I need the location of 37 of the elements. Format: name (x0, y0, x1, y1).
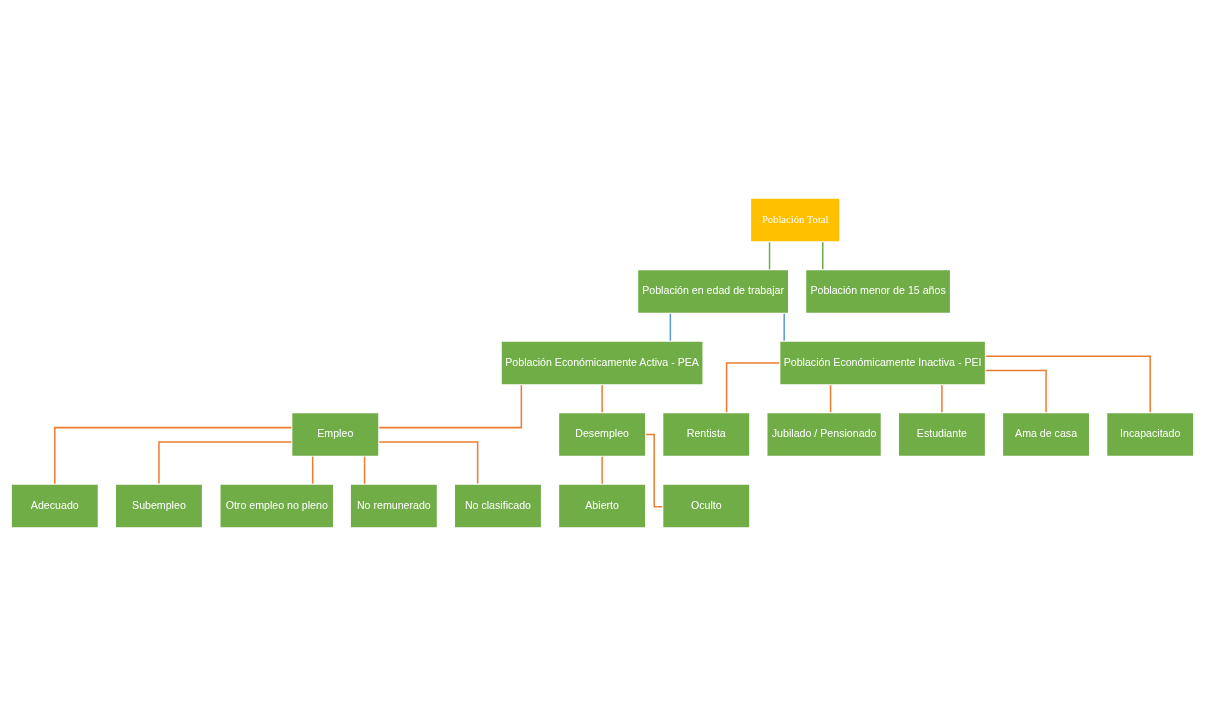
node-box: Jubilado / Pensionado (765, 411, 883, 457)
connector (822, 241, 824, 270)
node-box: Otro empleo no pleno (219, 482, 335, 529)
connector (725, 361, 781, 413)
node-box: Incapacitado (1105, 411, 1195, 457)
connector (669, 312, 672, 342)
connector (601, 383, 603, 413)
node-box: Población en edad de trabajar (636, 268, 790, 314)
connector (768, 241, 771, 270)
connector (941, 383, 943, 413)
node-box: Desempleo (557, 411, 647, 457)
node-box: Adecuado (10, 482, 100, 529)
node-box: Población Económicamente Inactiva - PEI (778, 339, 987, 386)
connector (984, 369, 1047, 413)
node-box: No clasificado (453, 482, 543, 529)
node-box: Oculto (661, 482, 751, 529)
connector (645, 433, 664, 507)
connector (378, 440, 479, 484)
connector (311, 455, 314, 484)
connector (158, 440, 293, 484)
node-box: Población Total (749, 196, 841, 243)
node-box: Población menor de 15 años (804, 268, 952, 314)
connector (984, 354, 1151, 413)
connector (54, 426, 293, 484)
node-box: Estudiante (897, 411, 987, 457)
node-box: Ama de casa (1001, 411, 1091, 457)
connector (601, 455, 603, 484)
connector (363, 455, 366, 484)
node-box: Población Económicamente Activa - PEA (500, 339, 704, 386)
node-box: Abierto (557, 482, 647, 529)
connector (829, 383, 832, 413)
node-box: Empleo (290, 411, 380, 457)
node-box: No remunerado (349, 482, 439, 529)
node-box: Subempleo (114, 482, 204, 529)
connector (783, 312, 785, 342)
connector (378, 384, 523, 428)
node-box: Rentista (661, 411, 751, 457)
